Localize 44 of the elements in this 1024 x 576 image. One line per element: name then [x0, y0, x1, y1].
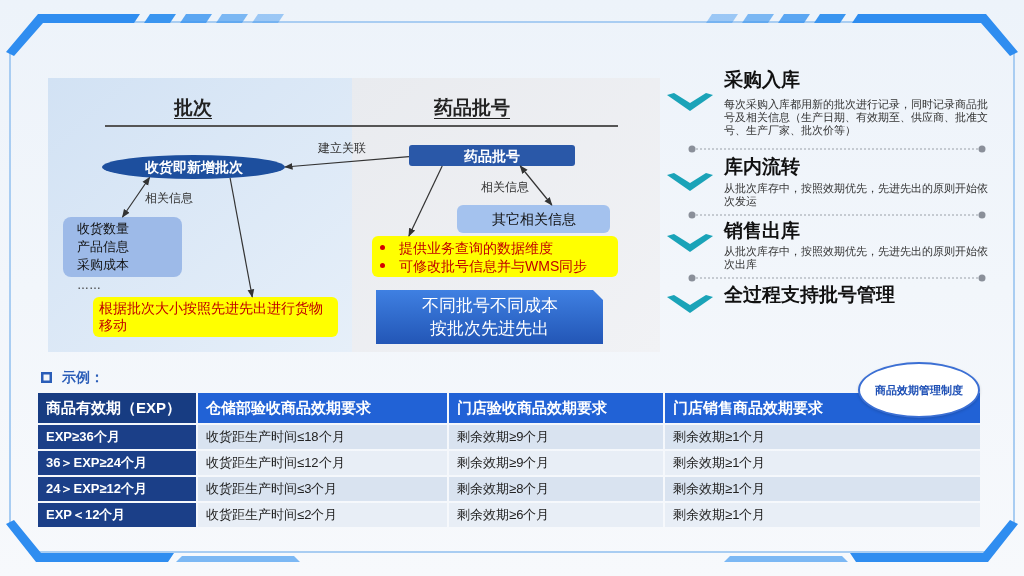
header-cell: 商品有效期（EXP） — [38, 393, 196, 423]
node-text: 可修改批号信息并与WMS同步 — [399, 256, 588, 275]
node-text: 采购成本 — [77, 256, 129, 274]
table-cell: 24＞EXP≥12个月 — [38, 477, 196, 501]
node-text: 收货数量 — [77, 220, 129, 238]
node-text: 不同批号不同成本 — [421, 295, 558, 317]
table-cell: 收货距生产时间≤3个月 — [198, 477, 447, 501]
table-cell: 剩余效期≥8个月 — [449, 477, 663, 501]
node-text: 药品批号 — [464, 147, 520, 164]
table-cell: EXP≥36个月 — [38, 425, 196, 449]
table-cell: 收货距生产时间≤12个月 — [198, 451, 447, 475]
node-text: 产品信息 — [77, 238, 129, 256]
node-text: 其它相关信息 — [491, 211, 576, 227]
table-cell: 剩余效期≥1个月 — [665, 425, 980, 449]
header-cell: 仓储部验收商品效期要求 — [198, 393, 447, 423]
column-heading: 批次 — [174, 96, 212, 120]
step-heading: 销售出库 — [724, 219, 800, 243]
node-text: 收货即新增批次 — [144, 159, 243, 175]
ellipsis-text: …… — [77, 278, 101, 292]
header-cell: 门店验收商品效期要求 — [449, 393, 663, 423]
step-heading: 采购入库 — [724, 68, 800, 92]
node-text: 提供业务查询的数据维度 — [399, 238, 553, 257]
section-heading: 示例： — [62, 368, 104, 386]
table-cell: 剩余效期≥6个月 — [449, 503, 663, 527]
edge-label: 相关信息 — [481, 180, 529, 194]
table-cell: 剩余效期≥1个月 — [665, 451, 980, 475]
edge-label: 相关信息 — [145, 191, 193, 205]
table-cell: 36＞EXP≥24个月 — [38, 451, 196, 475]
table-cell: 收货距生产时间≤18个月 — [198, 425, 447, 449]
node-text: 根据批次大小按照先进先出进行货物移动 — [99, 300, 324, 334]
step-description: 从批次库存中，按照效期优先，先进先出的原则开始依次发运 — [724, 182, 989, 208]
column-heading: 药品批号 — [434, 96, 510, 120]
table-cell: EXP＜12个月 — [38, 503, 196, 527]
step-heading: 库内流转 — [724, 155, 800, 179]
step-description: 从批次库存中，按照效期优先，先进先出的原则开始依次出库 — [724, 245, 989, 271]
edge-label: 建立关联 — [318, 141, 366, 155]
table-cell: 收货距生产时间≤2个月 — [198, 503, 447, 527]
step-heading: 全过程支持批号管理 — [724, 283, 895, 307]
step-description: 每次采购入库都用新的批次进行记录，同时记录商品批号及相关信息（生产日期、有效期至、供应商、批准文号、生产厂家、批次价等） — [724, 98, 989, 137]
table-cell: 剩余效期≥9个月 — [449, 451, 663, 475]
table-cell: 剩余效期≥9个月 — [449, 425, 663, 449]
node-text: 按批次先进先出 — [430, 318, 549, 340]
table-cell: 剩余效期≥1个月 — [665, 503, 980, 527]
table-cell: 剩余效期≥1个月 — [665, 477, 980, 501]
